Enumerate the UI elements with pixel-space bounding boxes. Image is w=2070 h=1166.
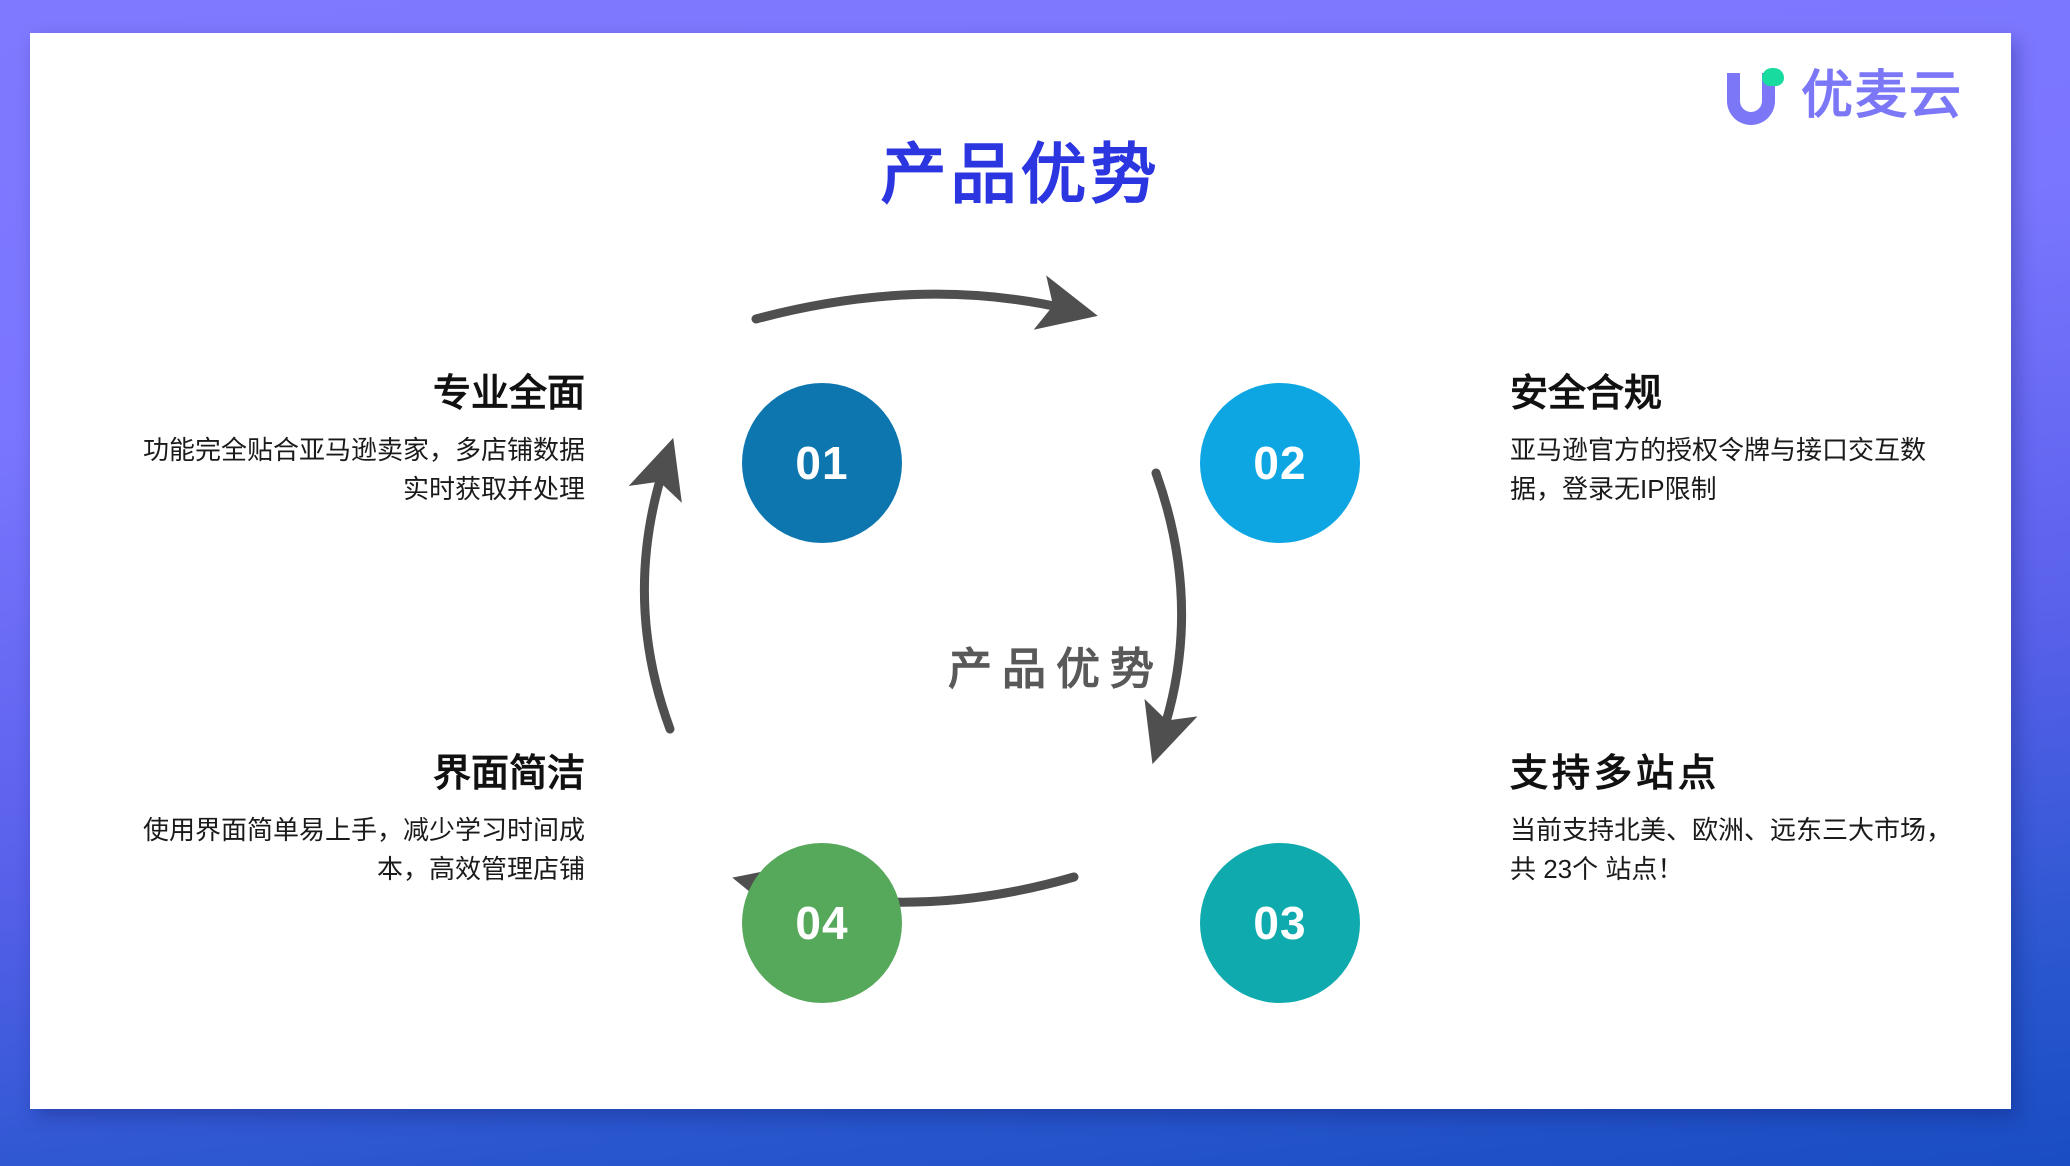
cycle-node-02[interactable]: 02: [1200, 383, 1360, 543]
feature-title-03: 支持多站点: [1510, 753, 1721, 795]
cycle-node-01[interactable]: 01: [742, 383, 902, 543]
cycle-node-03-number: 03: [1253, 897, 1307, 949]
feature-body-01: 功能完全贴合亚马逊卖家，多店铺数据实时获取并处理: [142, 434, 585, 505]
brand-name: 优麦云: [1800, 67, 1963, 125]
feature-body-03: 当前支持北美、欧洲、远东三大市场，共 23个 站点！: [1510, 814, 1953, 885]
brand-logo: 优麦云: [1725, 63, 1963, 129]
feature-block-03: 支持多站点 当前支持北美、欧洲、远东三大市场，共 23个 站点！: [1510, 753, 1960, 890]
u-accent-dot-icon: [1761, 68, 1784, 86]
arrow-01-to-02: [751, 275, 1098, 330]
feature-title-04: 界面简洁: [432, 753, 585, 795]
feature-block-02: 安全合规 亚马逊官方的授权令牌与接口交互数据，登录无IP限制: [1510, 373, 1960, 510]
cycle-center-label: 产品优势: [948, 645, 1164, 694]
feature-title-01: 专业全面: [432, 373, 585, 415]
arrow-02-to-03: [1144, 468, 1198, 765]
u-letter-shape: [1726, 73, 1775, 125]
cycle-node-04[interactable]: 04: [742, 843, 902, 1003]
cycle-node-02-number: 02: [1253, 437, 1307, 489]
feature-body-04: 使用界面简单易上手，减少学习时间成本，高效管理店铺: [142, 814, 585, 885]
feature-title-02: 安全合规: [1510, 373, 1663, 415]
slide-card: 优麦云 产品优势: [30, 33, 2011, 1109]
cycle-node-03[interactable]: 03: [1200, 843, 1360, 1003]
feature-body-02: 亚马逊官方的授权令牌与接口交互数据，登录无IP限制: [1510, 434, 1927, 505]
cycle-arrows-group: [628, 275, 1198, 919]
cycle-node-04-number: 04: [795, 897, 849, 949]
feature-block-04: 界面简洁 使用界面简单易上手，减少学习时间成本，高效管理店铺: [135, 753, 585, 890]
arrow-03-to-04: [732, 864, 1079, 919]
cycle-node-01-number: 01: [795, 437, 849, 489]
arrow-04-to-01: [628, 437, 682, 734]
brand-u-mark-icon: [1725, 63, 1784, 129]
page-title: 产品优势: [880, 137, 1161, 211]
feature-block-01: 专业全面 功能完全贴合亚马逊卖家，多店铺数据实时获取并处理: [135, 373, 585, 510]
